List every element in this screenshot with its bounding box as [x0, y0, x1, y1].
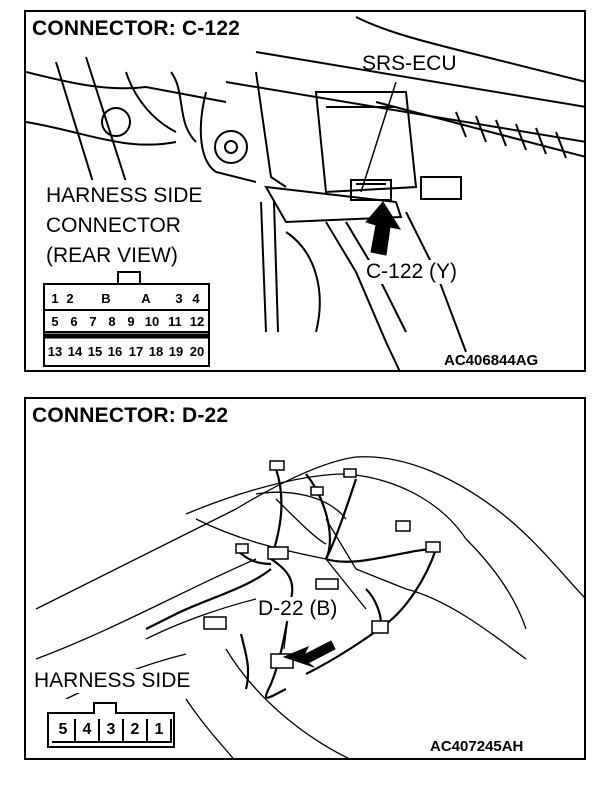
- srs-ecu-label: SRS-ECU: [362, 52, 457, 75]
- connector-d22-outline: 5 4 3 2 1: [36, 699, 181, 751]
- pin-6: 6: [70, 313, 78, 329]
- pin-13: 13: [47, 343, 63, 359]
- pin-4: 4: [192, 290, 200, 306]
- pin-2: 2: [124, 719, 148, 743]
- pin-9: 9: [127, 313, 135, 329]
- connector-d22-shape: [47, 702, 175, 748]
- pin-12: 12: [189, 313, 205, 329]
- figure-code: AC407245AH: [430, 738, 524, 755]
- pin-1: 1: [51, 290, 59, 306]
- pin-1: 1: [148, 719, 172, 743]
- harness-side-label: HARNESS SIDE: [46, 184, 203, 207]
- pin-8: 8: [108, 313, 116, 329]
- pin-14: 14: [67, 343, 83, 359]
- figure-code: AC406844AG: [444, 352, 539, 369]
- connector-d22-panel: CONNECTOR: D-22 D-22 (B) HARNESS SIDE 5 …: [24, 397, 586, 760]
- pin-a: A: [141, 290, 151, 306]
- connector-c122-outline: [43, 271, 210, 367]
- c122-callout: C-122 (Y): [366, 260, 458, 284]
- pin-19: 19: [168, 343, 184, 359]
- pin-b: B: [101, 290, 111, 306]
- connector-c122-panel: CONNECTOR: C-122 SRS-ECU HARNESS SIDE CO…: [24, 10, 586, 372]
- panel-title: CONNECTOR: C-122: [32, 17, 245, 41]
- pin-18: 18: [148, 343, 164, 359]
- d22-callout: D-22 (B): [258, 597, 338, 621]
- harness-side-label: HARNESS SIDE: [34, 669, 193, 693]
- pin-15: 15: [87, 343, 103, 359]
- pin-5: 5: [51, 313, 59, 329]
- pin-20: 20: [189, 343, 205, 359]
- pin-17: 17: [128, 343, 144, 359]
- pin-2: 2: [66, 290, 74, 306]
- pin-10: 10: [144, 313, 160, 329]
- pin-7: 7: [89, 313, 97, 329]
- pin-4: 4: [76, 719, 100, 743]
- pin-3: 3: [175, 290, 183, 306]
- connector-label: CONNECTOR: [46, 214, 181, 237]
- rear-view-label: (REAR VIEW): [46, 244, 178, 267]
- pin-16: 16: [107, 343, 123, 359]
- pin-3: 3: [100, 719, 124, 743]
- pin-11: 11: [168, 313, 182, 329]
- panel-title: CONNECTOR: D-22: [32, 404, 233, 428]
- harness-connector-legend: HARNESS SIDE CONNECTOR (REAR VIEW) 1 2 B…: [34, 180, 244, 370]
- pin-5: 5: [52, 719, 76, 743]
- car-body-illustration: [35, 456, 584, 758]
